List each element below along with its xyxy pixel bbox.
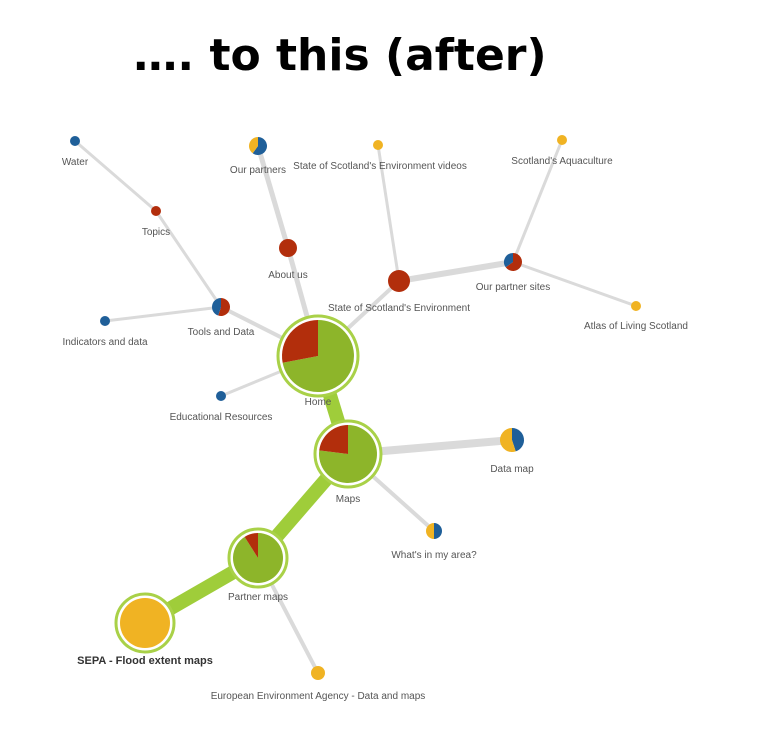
node-partner-maps[interactable] <box>227 527 289 589</box>
pie-slice <box>70 136 80 146</box>
pie-slice <box>100 316 110 326</box>
node-aquaculture[interactable] <box>557 135 567 145</box>
pie-slice <box>211 298 221 316</box>
nodes-layer <box>70 135 641 680</box>
node-label-atlas: Atlas of Living Scotland <box>584 321 688 332</box>
link-our-partner-sites-aquaculture <box>511 138 564 264</box>
pie-slice <box>279 239 297 257</box>
node-label-aquaculture: Scotland's Aquaculture <box>511 156 613 167</box>
link-about-us-our-partners <box>255 143 291 251</box>
node-label-soe-videos: State of Scotland's Environment videos <box>293 161 467 172</box>
pie-slice <box>216 391 226 401</box>
node-soe[interactable] <box>388 270 410 292</box>
link-soe-soe-videos <box>376 143 401 283</box>
pie-slice <box>388 270 410 292</box>
node-label-home: Home <box>305 397 332 408</box>
page-title: …. to this (after) <box>133 30 547 81</box>
pie-slice <box>373 140 383 150</box>
pie-slice <box>319 425 348 454</box>
pie-slice <box>252 137 267 155</box>
pie-slice <box>244 533 258 558</box>
node-label-tools-data: Tools and Data <box>188 327 255 338</box>
pie-slice <box>426 523 434 539</box>
pie-slice <box>434 523 442 539</box>
links-layer <box>73 138 638 675</box>
node-home[interactable] <box>276 314 360 398</box>
link-our-partner-sites-atlas <box>511 260 638 308</box>
node-atlas[interactable] <box>631 301 641 311</box>
pie-slice <box>500 428 516 452</box>
link-tools-data-topics <box>154 209 223 309</box>
node-label-soe: State of Scotland's Environment <box>328 303 470 314</box>
link-topics-water <box>73 139 158 213</box>
pie-slice <box>631 301 641 311</box>
node-our-partners[interactable] <box>248 137 267 155</box>
node-label-our-partner-sites: Our partner sites <box>476 282 550 293</box>
node-maps[interactable] <box>313 419 383 489</box>
pie-slice <box>248 137 258 154</box>
node-label-indicators: Indicators and data <box>62 337 147 348</box>
node-water[interactable] <box>70 136 80 146</box>
node-label-maps: Maps <box>336 494 360 505</box>
pie-slice <box>218 298 230 316</box>
node-label-data-map: Data map <box>490 464 534 475</box>
pie-slice <box>311 666 325 680</box>
node-topics[interactable] <box>151 206 161 216</box>
link-soe-our-partner-sites <box>396 259 516 284</box>
node-sepa[interactable] <box>114 592 176 654</box>
node-label-water: Water <box>62 157 89 168</box>
node-label-sepa: SEPA - Flood extent maps <box>77 655 213 667</box>
node-edu[interactable] <box>216 391 226 401</box>
node-tools-data[interactable] <box>211 298 230 316</box>
node-data-map[interactable] <box>500 428 525 452</box>
node-label-topics: Topics <box>142 227 170 238</box>
node-label-about-us: About us <box>268 270 307 281</box>
node-indicators[interactable] <box>100 316 110 326</box>
node-eea[interactable] <box>311 666 325 680</box>
link-tools-data-indicators <box>103 305 223 323</box>
node-whats-in-area[interactable] <box>426 523 442 539</box>
pie-slice <box>512 428 525 452</box>
node-label-partner-maps: Partner maps <box>228 592 288 603</box>
pie-slice <box>120 598 170 648</box>
node-label-whats-in-area: What's in my area? <box>391 550 477 561</box>
node-our-partner-sites[interactable] <box>503 253 522 271</box>
node-soe-videos[interactable] <box>373 140 383 150</box>
pie-slice <box>503 253 513 268</box>
node-label-our-partners: Our partners <box>230 165 286 176</box>
pie-slice <box>505 253 522 271</box>
node-label-eea: European Environment Agency - Data and m… <box>211 691 426 702</box>
pie-slice <box>282 320 354 393</box>
pie-slice <box>282 320 318 363</box>
pie-slice <box>557 135 567 145</box>
node-label-edu: Educational Resources <box>170 412 273 423</box>
node-about-us[interactable] <box>279 239 297 257</box>
pie-slice <box>151 206 161 216</box>
